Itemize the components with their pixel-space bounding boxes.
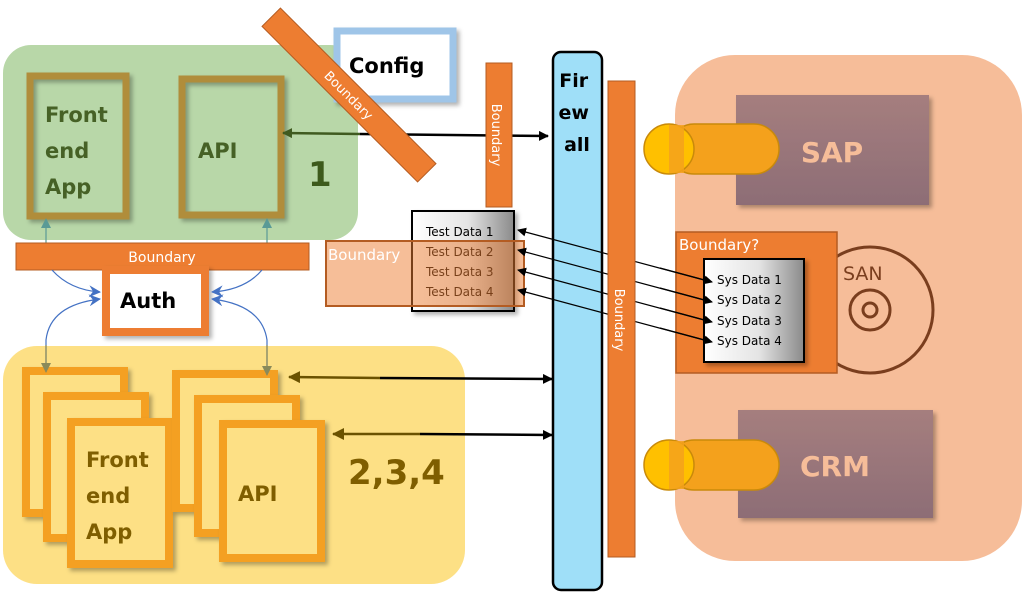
api-box-env1[interactable] bbox=[178, 75, 285, 219]
api-box-env4[interactable] bbox=[219, 420, 325, 562]
sys-data-box[interactable] bbox=[703, 258, 805, 363]
right-vertical-boundary bbox=[607, 80, 636, 558]
auth-curve-bottom-left bbox=[45, 294, 101, 366]
crm-connector-icon bbox=[643, 439, 780, 491]
firewall-label: Fir ew all bbox=[558, 70, 595, 156]
api4-firewall-connector bbox=[419, 429, 553, 440]
crm-label: CRM bbox=[800, 450, 870, 483]
test-data-boundary-overlay bbox=[325, 240, 525, 307]
san-label: SAN bbox=[843, 263, 883, 285]
sys-data-item[interactable]: Sys Data 4 bbox=[717, 334, 782, 348]
sys-data-item[interactable]: Sys Data 1 bbox=[717, 273, 782, 287]
test-data-boundary-label: Boundary bbox=[328, 246, 400, 264]
sap-label: SAP bbox=[801, 136, 863, 169]
auth-curve-top-right bbox=[211, 269, 263, 298]
auth-label: Auth bbox=[120, 289, 176, 313]
right-vertical-boundary-label: Boundary bbox=[611, 289, 626, 352]
frontend-app-box-env4[interactable] bbox=[67, 418, 173, 568]
api2-arrow bbox=[288, 371, 381, 384]
sys-data-item[interactable]: Sys Data 3 bbox=[717, 314, 782, 328]
sys-data-boundary-label: Boundary? bbox=[679, 236, 759, 254]
auth-box[interactable] bbox=[102, 266, 209, 336]
firewall[interactable] bbox=[551, 50, 604, 592]
frontend-label-env234: Front end App bbox=[86, 448, 156, 544]
api1-arrow bbox=[282, 128, 361, 139]
config-label: Config bbox=[349, 54, 424, 78]
environment-234-number: 2,3,4 bbox=[348, 453, 445, 493]
test-data-item[interactable]: Test Data 1 bbox=[425, 225, 494, 239]
sap-connector-icon bbox=[643, 123, 780, 175]
frontend-app-box-env1[interactable] bbox=[26, 72, 130, 220]
auth-curve-top-left bbox=[51, 269, 101, 298]
api-label-env1: API bbox=[198, 139, 237, 163]
environment-1-number: 1 bbox=[308, 155, 332, 195]
api-label-env234: API bbox=[238, 482, 277, 506]
vertical-boundary-top-label: Boundary bbox=[488, 104, 503, 167]
frontend-label-env1: Front end App bbox=[45, 103, 115, 199]
auth-curve-bottom-right bbox=[211, 294, 268, 366]
sys-data-item[interactable]: Sys Data 2 bbox=[717, 293, 782, 307]
vertical-boundary-top bbox=[485, 62, 513, 208]
api2-firewall-connector bbox=[379, 373, 553, 384]
horizontal-auth-boundary-label: Boundary bbox=[128, 250, 195, 266]
